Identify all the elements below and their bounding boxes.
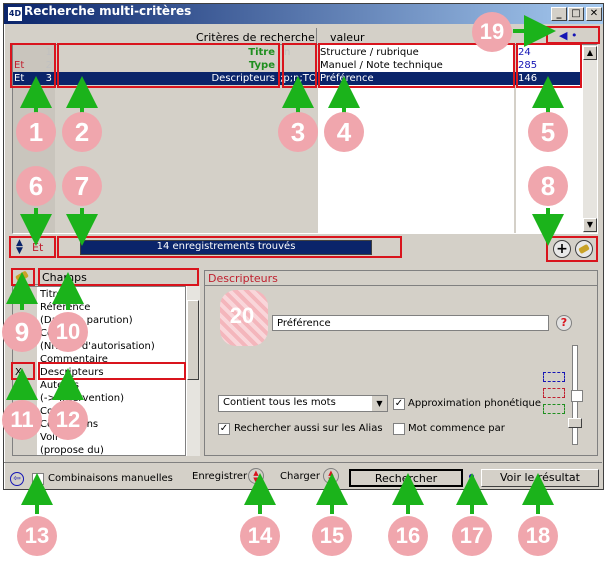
annotation-marker-12: 12 [48, 400, 88, 440]
title-bar[interactable] [4, 4, 603, 24]
found-records-text: 14 enregistrements trouvés [156, 241, 296, 252]
fields-scroll-thumb[interactable] [187, 300, 199, 380]
annotation-marker-10: 10 [48, 312, 88, 352]
criteria-row-field[interactable]: Type [248, 60, 275, 71]
descripteurs-title-line [205, 285, 597, 286]
annotation-marker-13: 13 [17, 516, 57, 556]
criteria-row-count: 24 [518, 47, 531, 58]
annotation-marker-16: 16 [388, 516, 428, 556]
phonetic-level-icon [543, 404, 565, 414]
hatched-area [220, 290, 268, 346]
alias-checkbox[interactable]: ✓ [218, 423, 230, 435]
maximize-button[interactable]: □ [568, 7, 584, 21]
field-item[interactable]: Référence [40, 302, 91, 313]
criteria-row-num: 2 [45, 60, 52, 71]
annotation-marker-5: 5 [528, 112, 568, 152]
annotation-marker-8: 8 [528, 166, 568, 206]
field-item[interactable]: Titre [40, 289, 63, 300]
load-label: Charger [280, 471, 320, 482]
level-checkbox[interactable] [571, 390, 583, 402]
criteria-row-num: 1 [45, 47, 52, 58]
annotation-marker-11: 11 [2, 400, 42, 440]
save-label: Enregistrer [192, 471, 248, 482]
annotation-marker-3: 3 [278, 112, 318, 152]
search-mode-label: Contient tous les mots [223, 397, 336, 408]
annotation-marker-6: 6 [16, 166, 56, 206]
operator-selector-label: Et [32, 241, 44, 254]
annotation-marker-7: 7 [62, 166, 102, 206]
criteria-scrollbar[interactable] [582, 45, 597, 233]
history-nav-icon[interactable]: ◀ • [559, 29, 578, 42]
annotation-marker-15: 15 [312, 516, 352, 556]
criteria-row-count: 285 [518, 60, 538, 71]
annotation-marker-4: 4 [324, 112, 364, 152]
field-item[interactable]: Voir [40, 432, 60, 443]
app-logo-icon: 4D [8, 7, 22, 21]
chevron-down-icon[interactable]: ▼ [372, 396, 387, 411]
operator-selector[interactable]: ▲▼ Et [12, 238, 54, 256]
annotation-marker-2: 2 [62, 112, 102, 152]
annotation-box [38, 362, 186, 380]
annotation-box [57, 236, 402, 258]
field-item[interactable]: (propose du) [40, 445, 104, 456]
annotation-marker-20: 20 [229, 303, 255, 328]
bottom-bar-line [4, 462, 602, 463]
fields-list[interactable] [12, 286, 186, 456]
criteria-row-field[interactable]: Descripteurs [211, 73, 275, 84]
manual-combinations-label: Combinaisons manuelles [48, 473, 173, 484]
annotation-marker-14: 14 [240, 516, 280, 556]
field-item[interactable]: Commentaire [40, 354, 108, 365]
found-records-bar [80, 240, 372, 255]
phonetic-level-icon [543, 388, 565, 398]
search-mode-select[interactable]: Contient tous les mots ▼ [218, 395, 388, 412]
annotation-box [318, 43, 515, 88]
alias-label: Rechercher aussi sur les Alias [234, 423, 383, 434]
annotation-box [546, 236, 598, 262]
criteria-header: Critères de recherche [196, 31, 315, 44]
annotation-box [57, 43, 280, 88]
window-title: Recherche multi-critères [24, 4, 192, 18]
annotation-marker-17: 17 [452, 516, 492, 556]
word-start-checkbox[interactable] [393, 423, 405, 435]
value-header: valeur [330, 31, 365, 44]
criteria-row-op[interactable]: Et [14, 73, 25, 84]
phonetic-level-icon [543, 372, 565, 382]
close-button[interactable]: ✕ [586, 7, 602, 21]
annotation-box [38, 268, 199, 286]
criteria-row-count: 146 [518, 73, 538, 84]
phonetic-checkbox[interactable]: ✓ [393, 398, 405, 410]
descripteurs-panel [204, 270, 598, 456]
criteria-row-cmp[interactable]: n [284, 47, 291, 58]
field-item[interactable]: (Niveau d'autorisation) [40, 341, 155, 352]
field-item[interactable]: (Date de parution) [40, 315, 133, 326]
field-item[interactable]: Co [40, 328, 54, 339]
criteria-row-value[interactable]: Manuel / Note technique [320, 60, 443, 71]
annotation-marker-18: 18 [518, 516, 558, 556]
annotation-marker-19: 19 [472, 12, 512, 52]
annotation-marker-1: 1 [16, 112, 56, 152]
descripteurs-title: Descripteurs [208, 272, 278, 285]
header-divider [316, 28, 317, 44]
criteria-row-value[interactable]: Structure / rubrique [320, 47, 419, 58]
criteria-row-op[interactable]: Et [14, 60, 25, 71]
descripteurs-value-input[interactable]: Préférence [272, 315, 549, 331]
scroll-up-arrow[interactable]: ▲ [583, 46, 597, 60]
up-down-arrows-icon[interactable]: ▲▼ [16, 238, 23, 256]
scroll-down-arrow[interactable]: ▼ [583, 218, 597, 232]
phonetic-label: Approximation phonétique [408, 398, 541, 409]
annotation-marker-9: 9 [2, 312, 42, 352]
word-start-label: Mot commence par [408, 423, 505, 434]
criteria-row-field[interactable]: Titre [248, 47, 275, 58]
tolerance-slider-thumb[interactable] [568, 418, 582, 428]
help-icon[interactable]: ? [556, 315, 572, 331]
